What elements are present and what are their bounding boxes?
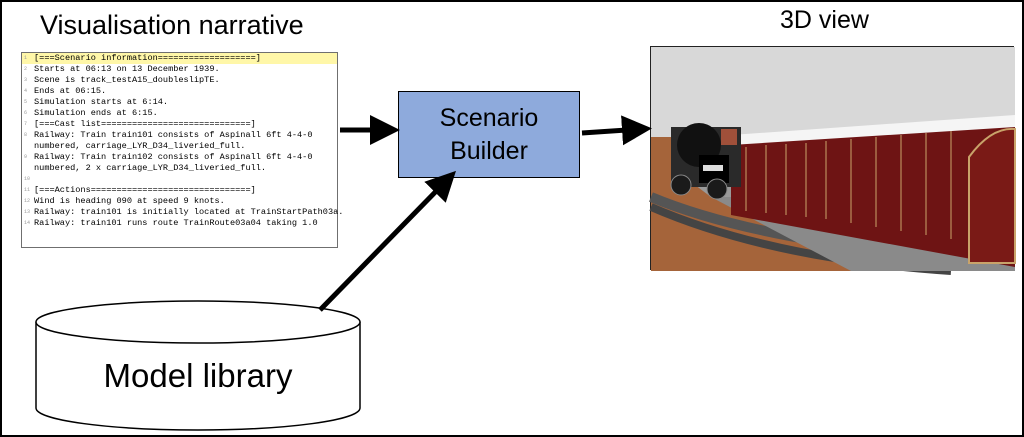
builder-label-line1: Scenario — [439, 103, 539, 132]
arrow-library-to-builder — [318, 170, 456, 312]
builder-label-line2: Builder — [450, 136, 528, 165]
train-scene-image — [649, 47, 1016, 275]
view3d-title: 3D view — [780, 6, 869, 34]
narrative-line: 10 — [24, 176, 31, 182]
model-library-label: Model library — [103, 357, 293, 394]
narrative-line: 11[===Actions===========================… — [24, 185, 256, 195]
narrative-text-panel: 1[===Scenario information===============… — [21, 52, 344, 248]
scenario-builder-box: Scenario Builder — [398, 91, 580, 178]
narrative-line: numbered, 2 x carriage_LYR_D34_liveried_… — [34, 163, 267, 173]
arrow-builder-to-3dview — [581, 115, 652, 146]
narrative-line: 7[===Cast list==========================… — [24, 119, 256, 129]
narrative-line: numbered, carriage_LYR_D34_liveried_full… — [34, 141, 246, 151]
model-library-cylinder — [35, 300, 361, 431]
3d-view-render — [649, 46, 1016, 275]
narrative-line: 1[===Scenario information===============… — [22, 53, 337, 64]
narrative-title: Visualisation narrative — [40, 10, 304, 40]
